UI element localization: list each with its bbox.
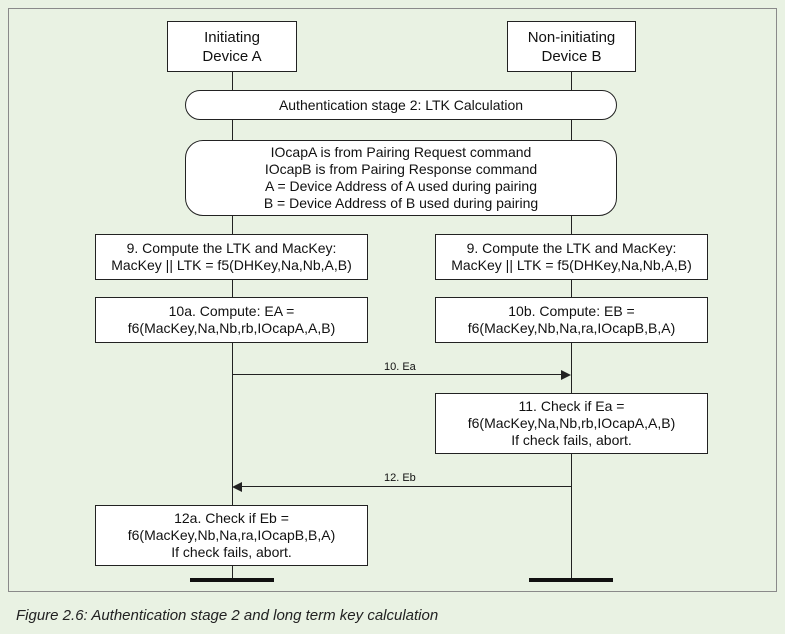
info-line-4: B = Device Address of B used during pair…	[263, 195, 539, 211]
step-9-a-line1: 9. Compute the LTK and MacKey:	[126, 240, 337, 256]
message-12-line	[242, 486, 572, 487]
step-11-line3: If check fails, abort.	[511, 432, 632, 448]
step-10a-line2: f6(MacKey,Na,Nb,rb,IOcapA,A,B)	[127, 320, 336, 336]
stage-banner-text: Authentication stage 2: LTK Calculation	[278, 96, 524, 113]
step-10b-line1: 10b. Compute: EB =	[508, 303, 635, 319]
info-line-2: IOcapB is from Pairing Response command	[264, 161, 538, 177]
info-line-1: IOcapA is from Pairing Request command	[270, 144, 532, 160]
arrow-left-icon	[232, 482, 242, 492]
device-b-box: Non-initiating Device B	[507, 21, 636, 72]
message-10-line	[232, 374, 562, 375]
info-box: IOcapA is from Pairing Request command I…	[185, 140, 617, 216]
step-11-line2: f6(MacKey,Na,Nb,rb,IOcapA,A,B)	[467, 415, 676, 431]
arrow-right-icon	[561, 370, 571, 380]
device-a-line1: Initiating	[204, 28, 260, 46]
step-10b-line2: f6(MacKey,Nb,Na,ra,IOcapB,B,A)	[467, 320, 676, 336]
info-line-3: A = Device Address of A used during pair…	[264, 178, 537, 194]
step-10b-box: 10b. Compute: EB = f6(MacKey,Nb,Na,ra,IO…	[435, 297, 708, 343]
step-12a-line2: f6(MacKey,Nb,Na,ra,IOcapB,B,A)	[127, 527, 336, 543]
step-10a-line1: 10a. Compute: EA =	[168, 303, 295, 319]
step-12a-line3: If check fails, abort.	[171, 544, 292, 560]
step-12a-line1: 12a. Check if Eb =	[174, 510, 289, 526]
step-9-a-box: 9. Compute the LTK and MacKey: MacKey ||…	[95, 234, 368, 280]
device-b-line1: Non-initiating	[527, 28, 616, 46]
message-10-label: 10. Ea	[384, 361, 416, 373]
step-10a-box: 10a. Compute: EA = f6(MacKey,Na,Nb,rb,IO…	[95, 297, 368, 343]
lifeline-b-end	[529, 578, 613, 582]
message-12-label: 12. Eb	[384, 472, 416, 484]
step-11-line1: 11. Check if Ea =	[518, 398, 625, 414]
device-b-line2: Device B	[541, 47, 602, 65]
step-9-b-line1: 9. Compute the LTK and MacKey:	[466, 240, 677, 256]
device-a-line2: Device A	[202, 47, 262, 65]
step-9-b-box: 9. Compute the LTK and MacKey: MacKey ||…	[435, 234, 708, 280]
step-9-b-line2: MacKey || LTK = f5(DHKey,Na,Nb,A,B)	[451, 257, 692, 273]
stage-banner: Authentication stage 2: LTK Calculation	[185, 90, 617, 120]
device-a-box: Initiating Device A	[167, 21, 297, 72]
step-9-a-line2: MacKey || LTK = f5(DHKey,Na,Nb,A,B)	[111, 257, 352, 273]
figure-caption: Figure 2.6: Authentication stage 2 and l…	[16, 607, 439, 624]
lifeline-a-end	[190, 578, 274, 582]
step-12a-box: 12a. Check if Eb = f6(MacKey,Nb,Na,ra,IO…	[95, 505, 368, 566]
step-11-box: 11. Check if Ea = f6(MacKey,Na,Nb,rb,IOc…	[435, 393, 708, 454]
